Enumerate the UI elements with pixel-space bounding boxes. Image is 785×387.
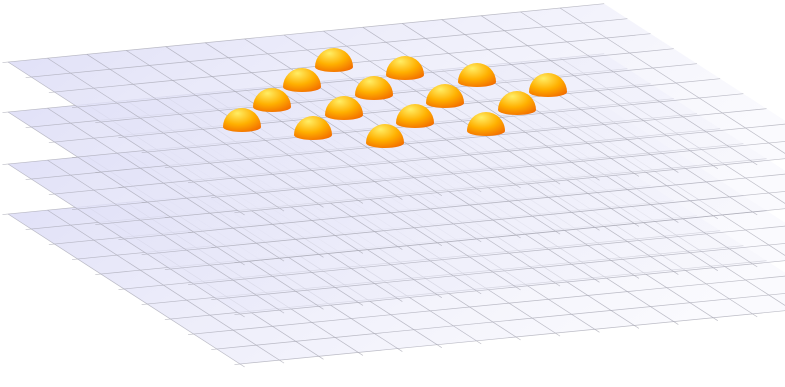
grid-layer-stack — [2, 4, 785, 367]
